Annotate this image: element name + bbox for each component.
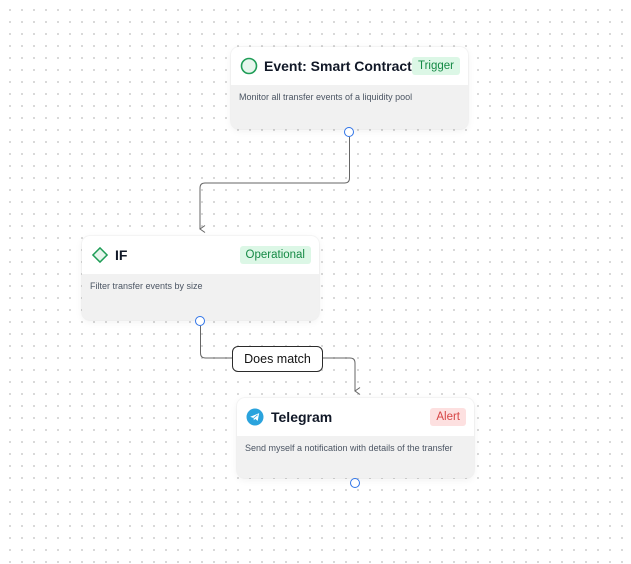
node-header: Telegram Alert <box>237 398 474 436</box>
trigger-badge: Trigger <box>412 57 460 75</box>
node-title: IF <box>115 247 128 263</box>
node-header: Event: Smart Contract Trigger <box>231 47 468 85</box>
alert-badge: Alert <box>430 408 466 426</box>
output-port[interactable] <box>344 127 354 137</box>
output-port[interactable] <box>195 316 205 326</box>
node-event-smart-contract[interactable]: Event: Smart Contract Trigger Monitor al… <box>231 47 468 137</box>
circle-icon <box>240 57 258 75</box>
node-telegram[interactable]: Telegram Alert Send myself a notificatio… <box>237 398 474 488</box>
node-description: Send myself a notification with details … <box>245 443 453 453</box>
diamond-icon <box>91 246 109 264</box>
output-port[interactable] <box>350 478 360 488</box>
node-title: Event: Smart Contract <box>264 58 412 74</box>
edge-event-to-if[interactable] <box>199 137 350 233</box>
operational-badge: Operational <box>239 246 311 264</box>
node-description: Filter transfer events by size <box>90 281 203 291</box>
edge-label-does-match[interactable]: Does match <box>232 346 323 372</box>
node-header: IF Operational <box>82 236 319 274</box>
node-if[interactable]: IF Operational Filter transfer events by… <box>82 236 319 326</box>
node-description: Monitor all transfer events of a liquidi… <box>239 92 413 102</box>
telegram-icon <box>246 408 264 426</box>
node-title: Telegram <box>271 409 333 425</box>
